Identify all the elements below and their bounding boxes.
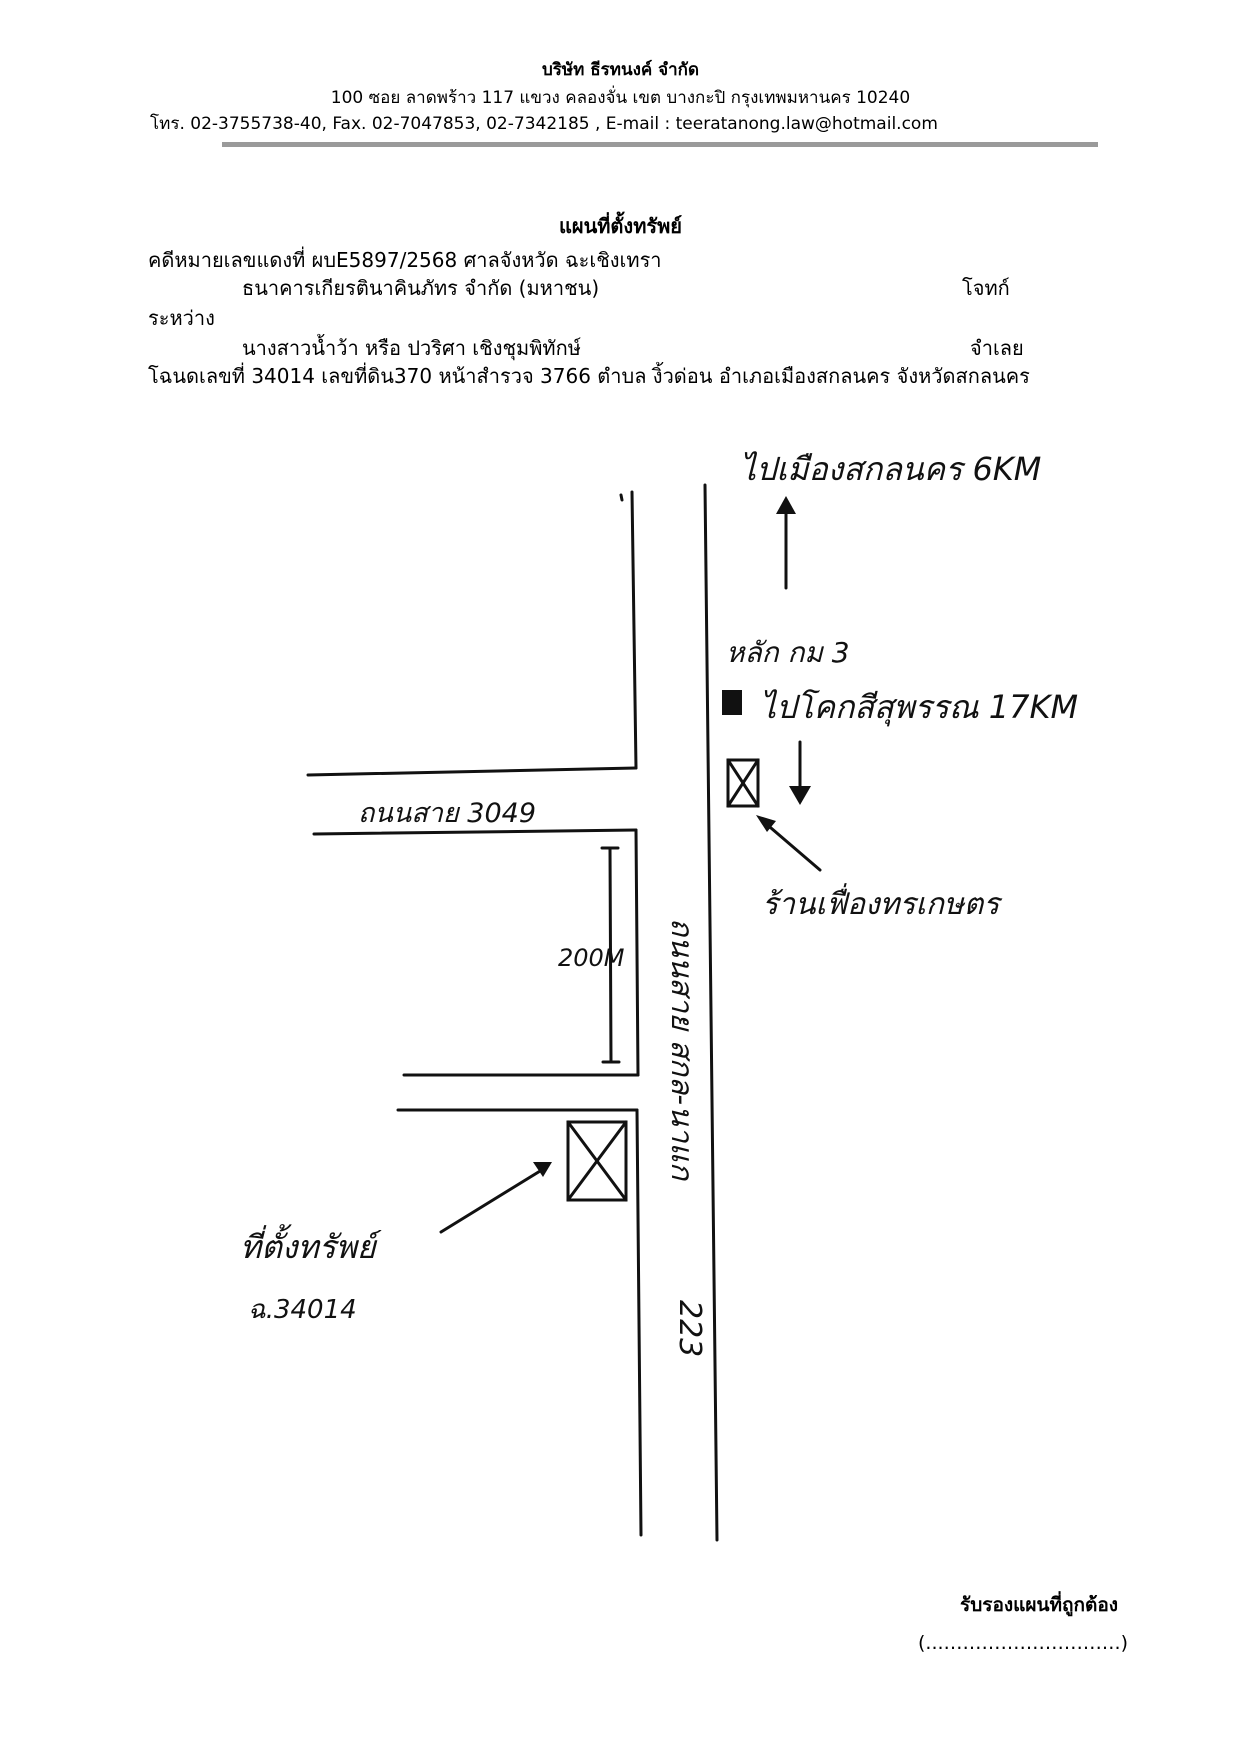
company-contact: โทร. 02-3755738-40, Fax. 02-7047853, 02-… — [150, 114, 938, 134]
side-road-label: ถนนสาย 3049 — [358, 798, 536, 829]
road-tick — [619, 493, 624, 502]
arrow-down-icon — [789, 786, 811, 805]
document-title: แผนที่ตั้งทรัพย์ — [558, 214, 683, 238]
plaintiff-name: ธนาคารเกียรตินาคินภัทร จำกัด (มหาชน) — [242, 276, 600, 300]
arrow-up-icon — [776, 496, 796, 514]
main-road-west-edge-south — [635, 1108, 643, 1537]
to-kosum-label: ไปโคกสีสุพรรณ 17KM — [760, 688, 1078, 727]
header-divider — [222, 142, 1098, 147]
main-road-west-edge-north — [630, 490, 638, 770]
between-label: ระหว่าง — [148, 306, 215, 330]
main-road-west-edge-middle — [634, 828, 640, 1077]
arrow-to-property-shaft — [439, 1166, 547, 1234]
property-box-cross-b — [566, 1120, 628, 1202]
arrow-northwest-icon — [756, 815, 776, 832]
side-road-north-edge — [306, 766, 638, 777]
company-address: 100 ซอย ลาดพร้าว 117 แขวง คลองจั่น เขต บ… — [330, 88, 911, 108]
shop-box — [726, 758, 760, 808]
certification-label: รับรองแผนที่ถูกต้อง — [960, 1594, 1119, 1616]
main-road-east-edge — [703, 483, 719, 1542]
arrow-to-shop-shaft — [762, 820, 822, 872]
shop-box-cross-b — [726, 758, 760, 808]
defendant-role: จำเลย — [970, 336, 1024, 360]
case-number-line: คดีหมายเลขแดงที่ ผบE5897/2568 ศาลจังหวัด… — [148, 248, 662, 272]
distance-label: 200M — [558, 944, 625, 972]
property-label: ที่ตั้งทรัพย์ — [240, 1224, 382, 1266]
arrow-northeast-icon — [533, 1162, 552, 1177]
distance-dimension-line — [608, 846, 613, 1064]
deed-ref-label: ฉ.34014 — [248, 1295, 357, 1325]
signature-placeholder: (...……………………….) — [918, 1632, 1128, 1654]
plaintiff-role: โจทก์ — [962, 276, 1010, 300]
km-marker-icon — [722, 690, 742, 715]
km-marker-label: หลัก กม 3 — [726, 636, 850, 669]
main-road-number: 223 — [672, 1300, 707, 1357]
main-road-label: ถนนสาย สกล-นาแก — [664, 918, 699, 1182]
company-name: บริษัท ธีรทนงค์ จำกัด — [541, 60, 700, 80]
title-deed-line: โฉนดเลขที่ 34014 เลขที่ดิน370 หน้าสำรวจ … — [148, 364, 1030, 388]
defendant-name: นางสาวน้ำว้า หรือ ปวริศา เชิงชุมพิทักษ์ — [242, 336, 581, 360]
side-road-south-edge — [312, 828, 638, 836]
property-box — [566, 1120, 628, 1202]
shop-label: ร้านเฟื่องทรเกษตร — [762, 883, 1003, 922]
to-city-label: ไปเมืองสกลนคร 6KM — [740, 450, 1041, 488]
